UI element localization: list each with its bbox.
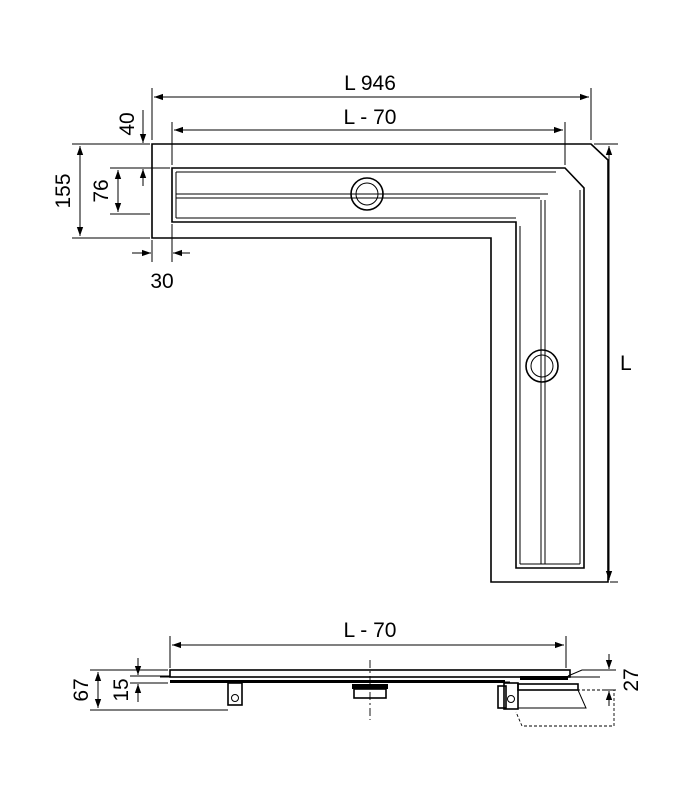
plan-view bbox=[151, 143, 609, 583]
outlet-circle-vertical bbox=[525, 349, 559, 383]
dim-label-section-length: L - 70 bbox=[344, 619, 397, 642]
section-view bbox=[160, 660, 615, 727]
outer-frame bbox=[151, 143, 609, 583]
dim-label-40: 40 bbox=[116, 112, 139, 135]
dim-label-76: 76 bbox=[90, 179, 113, 202]
outlet-circle-horizontal bbox=[350, 177, 384, 211]
section-outlet-center bbox=[352, 660, 388, 720]
section-end-assembly-right bbox=[497, 669, 615, 727]
dim-label-155: 155 bbox=[52, 173, 75, 208]
section-channel-body bbox=[170, 680, 505, 683]
dim-label-30: 30 bbox=[150, 270, 173, 293]
dim-label-right-L: L bbox=[620, 352, 632, 375]
dim-label-15: 15 bbox=[110, 678, 133, 701]
dim-label-overall: L 946 bbox=[344, 72, 396, 95]
dim-label-27: 27 bbox=[620, 668, 643, 691]
inner-channel bbox=[171, 167, 585, 569]
section-dimensions: L - 70 67 15 27 bbox=[70, 619, 643, 711]
plan-dimensions: L 946 L - 70 40 155 76 30 L bbox=[52, 72, 632, 583]
dim-label-67: 67 bbox=[70, 678, 93, 701]
section-adjustable-foot-left bbox=[227, 682, 243, 706]
dim-label-inner: L - 70 bbox=[344, 106, 397, 129]
